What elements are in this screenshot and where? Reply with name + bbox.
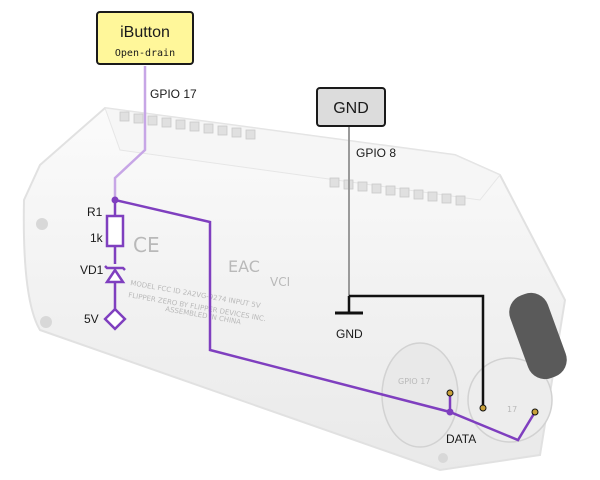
ce-mark: CE xyxy=(133,233,160,257)
data-junction xyxy=(446,408,454,416)
gnd-wire-to-contact xyxy=(349,294,485,408)
screw-hole xyxy=(438,453,448,463)
gnd-tag: GND xyxy=(316,87,386,127)
screw-hole xyxy=(40,316,52,328)
supply-5v-symbol xyxy=(103,307,127,331)
eac-mark: EAC xyxy=(228,257,260,276)
ibutton-cradle-right xyxy=(467,357,553,443)
r1-value-label: 1k xyxy=(90,231,104,245)
data-net-label: DATA xyxy=(446,432,476,446)
r1-label: R1 xyxy=(87,205,103,219)
r1-resistor xyxy=(105,214,125,248)
contact-17-label: 17 xyxy=(507,405,517,414)
vd1-label: VD1 xyxy=(80,263,104,277)
ibutton-title: iButton xyxy=(120,24,170,41)
data-wire xyxy=(114,198,537,442)
screw-hole xyxy=(36,218,48,230)
gpio8-label: GPIO 8 xyxy=(356,146,396,160)
side-port xyxy=(509,292,567,380)
contact-gpio17-label: GPIO 17 xyxy=(398,377,430,386)
data-wire-gpio17 xyxy=(113,66,147,200)
gnd-tag-title: GND xyxy=(333,100,369,117)
ibutton-tag: iButton Open-drain xyxy=(96,11,194,65)
vci-mark: VCI xyxy=(270,275,290,289)
vd1-bar xyxy=(104,265,126,271)
contact-pad xyxy=(479,404,487,412)
gnd-net-label: GND xyxy=(336,327,363,341)
ibutton-subtitle: Open-drain xyxy=(115,48,175,59)
contact-pad xyxy=(446,389,454,397)
supply-5v-label: 5V xyxy=(84,312,99,326)
contact-pad xyxy=(531,408,539,416)
gpio17-label: GPIO 17 xyxy=(150,87,197,101)
